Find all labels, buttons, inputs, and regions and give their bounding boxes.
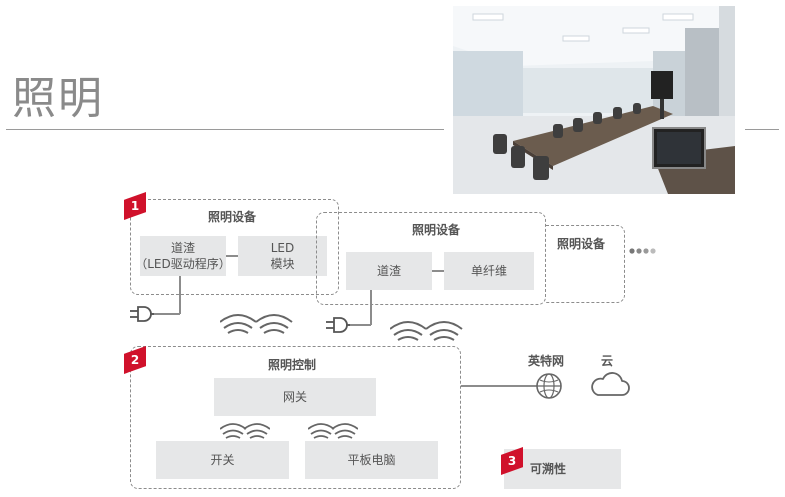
step-badge-2: 2 — [124, 346, 146, 374]
traceability-box: 可溯性 — [504, 449, 621, 489]
more-dots-icon — [629, 248, 656, 254]
switch-box: 开关 — [156, 441, 289, 479]
power-line-2-horizontal — [346, 324, 371, 326]
connector-driver-led — [226, 255, 238, 257]
gateway-box: 网关 — [214, 378, 376, 416]
cloud-label: 云 — [601, 354, 614, 368]
title-rule-right — [745, 129, 779, 130]
step-badge-1: 1 — [124, 192, 146, 220]
power-line-2-vertical — [370, 290, 372, 325]
lighting-device-group-1 — [130, 199, 339, 295]
wireless-signal-icon — [220, 423, 270, 439]
title-rule-left — [6, 129, 444, 130]
wireless-signal-icon — [308, 423, 358, 439]
power-plug-icon — [326, 317, 350, 333]
lighting-device-group-1c — [546, 225, 625, 303]
lighting-device-label-1b: 照明设备 — [412, 223, 461, 237]
page-title: 照明 — [12, 73, 104, 124]
network-line — [461, 385, 537, 387]
lighting-device-label-1: 照明设备 — [208, 210, 257, 224]
step-badge-3: 3 — [501, 447, 523, 475]
lighting-control-group — [130, 346, 461, 489]
wireless-signal-icon — [390, 321, 463, 341]
conference-room-photo — [453, 6, 735, 194]
ballast-box: 道渣 — [346, 252, 432, 290]
single-fiber-box: 单纤维 — [444, 252, 534, 290]
power-line-1-horizontal — [150, 313, 180, 315]
cloud-icon — [591, 372, 630, 396]
globe-icon — [536, 373, 562, 399]
wireless-signal-icon — [220, 314, 293, 334]
led-module-box: LED 模块 — [238, 236, 327, 276]
power-plug-icon — [130, 306, 154, 322]
lighting-device-group-1b — [316, 212, 546, 305]
tablet-box: 平板电脑 — [305, 441, 438, 479]
conference-room-illustration — [453, 6, 735, 194]
lighting-device-label-1c: 照明设备 — [557, 237, 606, 251]
internet-label: 英特网 — [528, 354, 565, 368]
connector-ballast-fiber — [432, 270, 444, 272]
ballast-led-driver-box: 道渣 （LED驱动程序） — [135, 236, 231, 276]
lighting-control-label: 照明控制 — [268, 358, 317, 372]
power-line-1-vertical — [179, 276, 181, 314]
